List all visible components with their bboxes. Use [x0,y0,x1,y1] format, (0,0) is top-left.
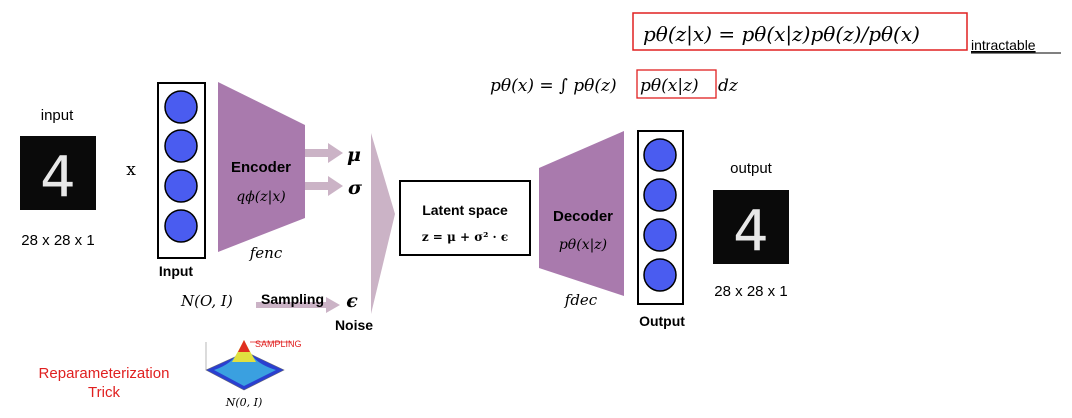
latent-space-title: Latent space [422,202,508,218]
output-size-label: 28 x 28 x 1 [714,283,787,300]
marginal-equation-highlight: pθ(x|z) [640,76,699,96]
output-label: output [730,160,773,177]
decoder-function: fdec [564,291,598,309]
marginal-equation-lhs: pθ(x) = ∫ pθ(z) [490,76,617,96]
sampling-plot-caption: N(0, I) [225,396,263,409]
decoder-formula: pθ(x|z) [559,237,607,253]
encoder-function: fenc [249,244,283,262]
latent-space-box [399,180,531,256]
output-neuron [643,218,677,252]
encoder-formula: qϕ(z|x) [236,189,285,205]
output-neuron [643,178,677,212]
encoder-block [218,82,305,252]
latent-space-formula: z = μ + σ² · ϵ [422,230,508,244]
output-layer-label: Output [639,313,685,329]
likelihood-highlight-box [636,69,717,99]
reparam-label-line2: Trick [88,384,120,401]
mu-symbol: μ [347,144,361,166]
sampling-arrow [256,297,340,313]
gaussian-sampling-plot: SAMPLING N(0, I) [205,339,302,409]
input-size-label: 28 x 28 x 1 [21,232,94,249]
input-digit: 4 [40,145,76,210]
decoder-title: Decoder [553,208,613,225]
intractable-label: intractable [971,37,1036,53]
epsilon-symbol: ϵ [346,290,358,312]
sampling-label: Sampling [261,291,324,307]
mu-arrow [305,143,343,163]
noise-label: Noise [335,317,373,333]
input-label: input [41,107,74,124]
posterior-equation: pθ(z|x) = pθ(x|z)pθ(z)/pθ(x) [643,22,920,47]
decoder-block [539,131,624,296]
input-neuron [164,169,198,203]
sigma-symbol: σ [348,177,363,199]
input-image [20,136,96,210]
encoder-title: Encoder [231,159,291,176]
input-neuron [164,129,198,163]
x-symbol: x [126,160,136,180]
output-digit: 4 [733,199,769,264]
output-image [713,190,789,264]
input-neuron [164,90,198,124]
marginal-equation-rhs: dz [718,76,739,96]
normal-distribution: N(O, I) [180,292,233,310]
output-neuron [643,138,677,172]
input-layer-label: Input [159,263,194,279]
sampling-plot-label: SAMPLING [255,339,302,349]
sigma-arrow [305,176,343,196]
input-neuron [164,209,198,243]
combine-arrow [371,133,395,314]
output-neuron [643,258,677,292]
reparam-label-line1: Reparameterization [39,365,170,382]
posterior-equation-box [632,12,968,51]
